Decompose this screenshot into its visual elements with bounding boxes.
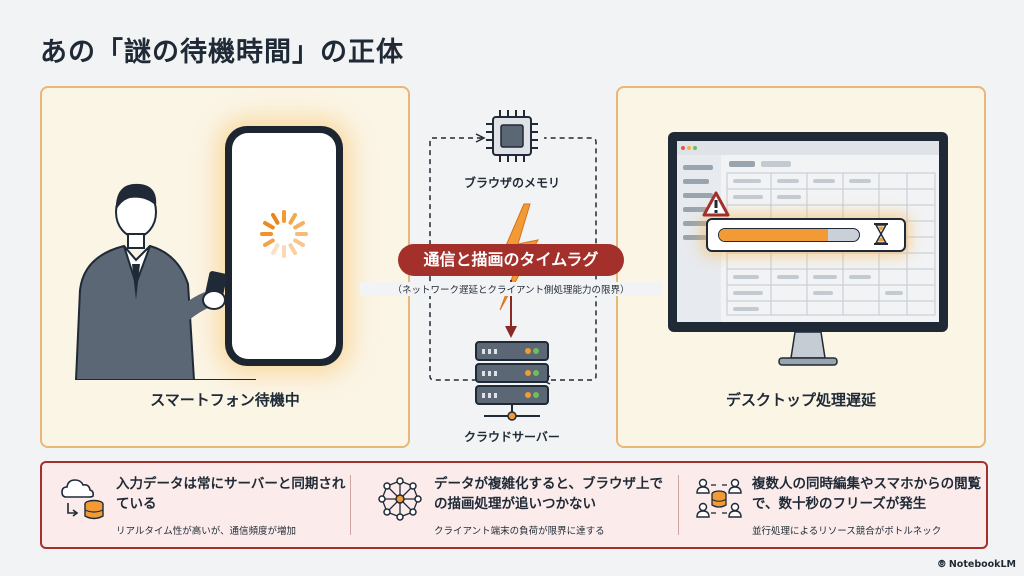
page-title: あの「謎の待機時間」の正体: [40, 37, 404, 68]
divider: [350, 475, 351, 535]
cause-render-heading: データが複雑化すると、ブラウザ上での描画処理が追いつかない: [434, 476, 663, 512]
divider: [678, 475, 679, 535]
time-lag-subtitle: （ネットワーク遅延とクライアント側処理能力の限界）: [360, 282, 662, 296]
progress-dialog: [706, 218, 906, 252]
monitor-stand: [778, 332, 838, 366]
cause-concurrency-detail: 並行処理によるリソース競合がボトルネック: [752, 526, 942, 537]
hourglass-icon: [874, 223, 888, 245]
person-with-phone-icon: [74, 183, 256, 380]
desktop-label: デスクトップ処理遅延: [725, 391, 876, 409]
progress-fill: [719, 229, 829, 241]
cloud-sync-database-icon: [61, 479, 104, 520]
notebooklm-brand: ⦾ NotebookLM: [938, 559, 1016, 570]
notebooklm-logo-icon: ⦾: [937, 559, 949, 570]
phone-screen: [232, 133, 336, 359]
time-lag-banner: 通信と描画のタイムラグ: [398, 244, 624, 276]
brand-label: NotebookLM: [948, 559, 1016, 570]
smartphone-panel: スマートフォン待機中: [40, 86, 410, 448]
desktop-panel: デスクトップ処理遅延: [616, 86, 986, 448]
cause-concurrency-heading: 複数人の同時編集やスマホからの閲覧で、数十秒のフリーズが発生: [752, 476, 982, 512]
loading-spinner-icon: [260, 210, 308, 258]
network-graph-icon: [378, 477, 422, 521]
cause-sync-detail: リアルタイム性が高いが、通信頻度が増加: [116, 526, 297, 537]
causes-strip: 入力データは常にサーバーと同期されている リアルタイム性が高いが、通信頻度が増加…: [40, 461, 988, 549]
cloud-server-label: クラウドサーバー: [464, 430, 560, 444]
cause-render-detail: クライアント端末の負荷が限界に達する: [434, 526, 605, 537]
cause-sync: 入力データは常にサーバーと同期されている リアルタイム性が高いが、通信頻度が増加: [42, 463, 350, 547]
cause-sync-heading: 入力データは常にサーバーと同期されている: [116, 476, 346, 512]
cause-render: データが複雑化すると、ブラウザ上での描画処理が追いつかない クライアント端末の負…: [360, 463, 670, 547]
warning-icon: [702, 191, 730, 217]
browser-memory-label: ブラウザのメモリ: [463, 176, 560, 190]
smartphone-illustration: [225, 126, 343, 366]
cpu-chip-icon: [486, 110, 538, 162]
multi-user-database-icon: [696, 478, 742, 518]
cause-concurrency: 複数人の同時編集やスマホからの閲覧で、数十秒のフリーズが発生 並行処理によるリソ…: [678, 463, 984, 547]
cloud-server-icon: [475, 341, 549, 421]
progress-bar: [718, 228, 860, 242]
smartphone-label: スマートフォン待機中: [150, 391, 300, 409]
